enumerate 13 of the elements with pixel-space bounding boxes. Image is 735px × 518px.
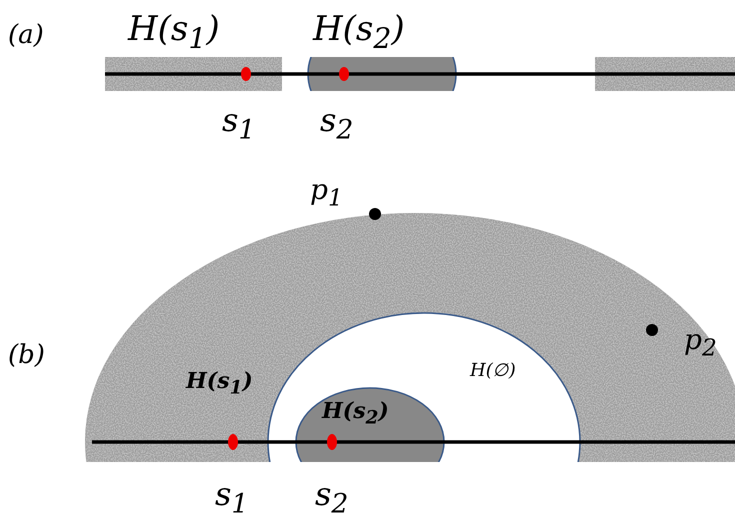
point-label: p$_{1}$ — [310, 176, 343, 210]
region-label: H(s$_{2}$) — [322, 400, 389, 428]
point-label: s$_{1}$ — [215, 478, 248, 518]
region-label: H(s$_{2}$) — [313, 12, 405, 54]
point-label: p$_{2}$ — [684, 326, 717, 360]
point-label: s$_{1}$ — [222, 104, 256, 144]
point-label: s$_{2}$ — [320, 104, 354, 144]
region-label: H(s$_{1}$) — [186, 370, 253, 398]
region-label: H(∅) — [470, 362, 516, 380]
region-label: H(s$_{1}$) — [128, 12, 220, 54]
point-label: s$_{2}$ — [315, 478, 348, 518]
panel-label: (b) — [8, 342, 45, 368]
panel-label: (a) — [8, 22, 44, 48]
